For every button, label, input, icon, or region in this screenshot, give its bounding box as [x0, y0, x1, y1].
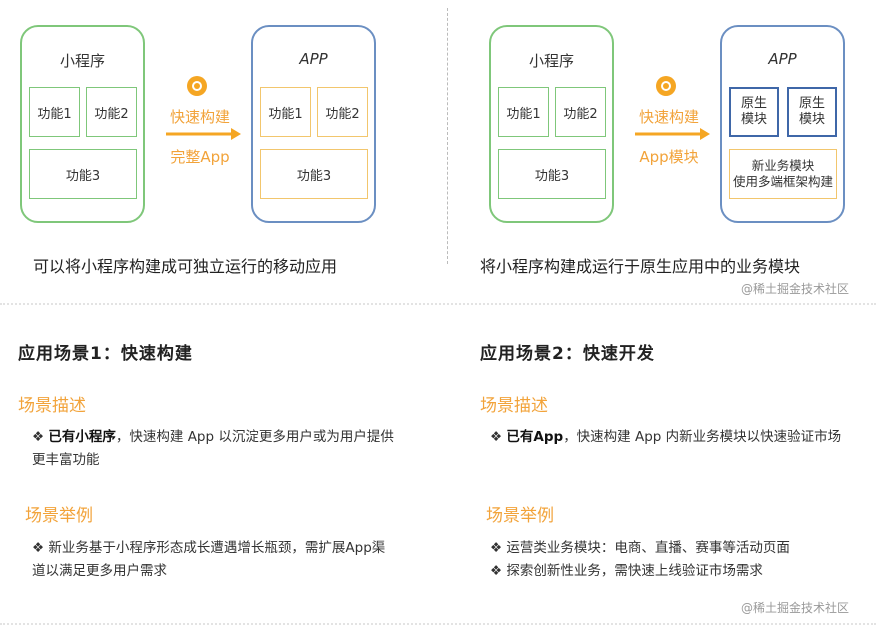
- mini-program-title: 小程序: [59, 52, 105, 70]
- scene2-desc-item: ❖ 已有App，快速构建 App 内新业务模块以快速验证市场: [490, 429, 842, 445]
- arrow-bottom-label: App模块: [639, 148, 699, 166]
- diamond-bullet-icon: ❖: [490, 563, 503, 579]
- feature-cell: 功能1: [29, 87, 80, 137]
- scene1-desc-title: 场景描述: [18, 396, 86, 416]
- new-module-cell: 新业务模块 使用多端框架构建: [729, 149, 837, 199]
- diamond-bullet-icon: ❖: [32, 429, 45, 445]
- scene1-example-title: 场景举例: [25, 506, 93, 526]
- feature-cell: 功能1: [498, 87, 549, 137]
- app-title: APP: [768, 50, 797, 68]
- scene1-title: 应用场景1：快速构建: [18, 344, 193, 364]
- feature-cell: 功能2: [317, 87, 368, 137]
- watermark: @稀土掘金技术社区: [741, 282, 850, 296]
- arrow-top-label: 快速构建: [169, 108, 230, 126]
- diamond-bullet-icon: ❖: [490, 540, 503, 556]
- watermark: @稀土掘金技术社区: [741, 601, 850, 615]
- scene2-example-item: ❖ 运营类业务模块：电商、直播、赛事等活动页面: [490, 540, 790, 556]
- native-module-cell: 原生 模块: [729, 87, 779, 137]
- feature-cell: 功能2: [555, 87, 606, 137]
- native-module-cell: 原生 模块: [787, 87, 837, 137]
- right-caption: 将小程序构建成运行于原生应用中的业务模块: [480, 257, 801, 276]
- scene1-desc-item: ❖ 已有小程序，快速构建 App 以沉淀更多用户或为用户提供更丰富功能: [32, 429, 394, 468]
- horizontal-divider: [0, 303, 876, 305]
- diamond-bullet-icon: ❖: [32, 540, 45, 556]
- scene2-title: 应用场景2：快速开发: [480, 344, 655, 364]
- feature-cell: 功能1: [260, 87, 311, 137]
- feature-cell: 功能3: [260, 149, 368, 199]
- app-title: APP: [299, 50, 328, 68]
- vertical-divider: [447, 8, 448, 264]
- arrow-bottom-label: 完整App: [170, 148, 230, 166]
- build-arrow: [166, 76, 241, 140]
- orange-ring-logo-icon: [187, 76, 207, 96]
- scene2-example-item: ❖ 探索创新性业务，需快速上线验证市场需求: [490, 563, 763, 579]
- horizontal-divider: [0, 623, 876, 625]
- diamond-bullet-icon: ❖: [490, 429, 503, 445]
- mini-program-title: 小程序: [528, 52, 574, 70]
- feature-cell: 功能2: [86, 87, 137, 137]
- left-caption: 可以将小程序构建成可独立运行的移动应用: [33, 257, 338, 276]
- feature-cell: 功能3: [498, 149, 606, 199]
- feature-cell: 功能3: [29, 149, 137, 199]
- scene2-desc-title: 场景描述: [480, 396, 548, 416]
- build-arrow: [635, 76, 710, 140]
- scene1-example-item: ❖ 新业务基于小程序形态成长遭遇增长瓶颈，需扩展App渠道以满足更多用户需求: [32, 540, 386, 579]
- scene2-example-title: 场景举例: [486, 506, 554, 526]
- orange-ring-logo-icon: [656, 76, 676, 96]
- arrow-top-label: 快速构建: [638, 108, 699, 126]
